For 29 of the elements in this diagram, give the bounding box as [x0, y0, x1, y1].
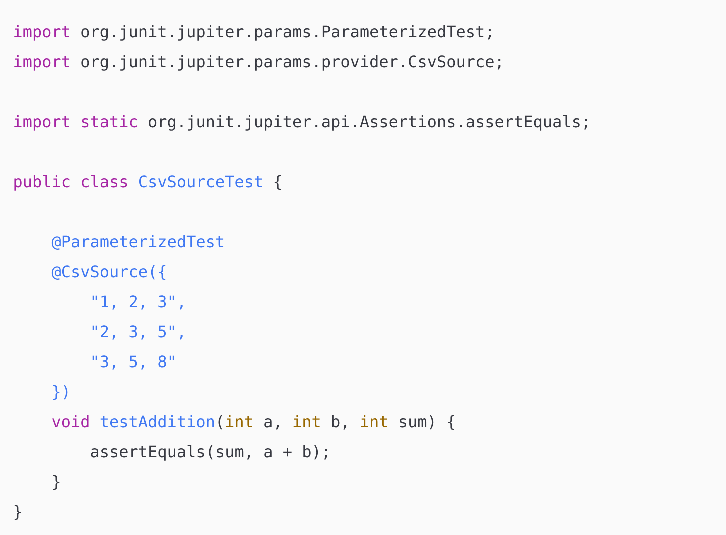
code-text: import	[14, 55, 70, 71]
code-text: static	[82, 115, 138, 128]
code-text: })	[53, 385, 68, 400]
code-text: b,	[332, 415, 347, 430]
code-text: import	[14, 115, 70, 131]
code-text: "2, 3, 5",	[92, 326, 183, 340]
code-text: }	[14, 505, 22, 520]
code-text: int	[361, 415, 388, 428]
code-text: @CsvSource({	[52, 265, 166, 280]
code-text: import	[14, 25, 70, 41]
code-text: assertEquals(sum, a + b);	[91, 445, 328, 461]
code-text: org.junit.jupiter.params.ParameterizedTest;	[82, 25, 492, 41]
code-text: "3, 5, 8"	[92, 356, 174, 370]
code-text: {	[274, 175, 282, 190]
code-text: "1, 2, 3",	[92, 296, 183, 310]
code-text: public	[14, 175, 70, 191]
code-text: int	[226, 415, 252, 428]
code-text: sum) {	[400, 415, 454, 430]
code-text: a,	[264, 418, 280, 430]
code-text: void	[52, 415, 89, 428]
code-text: CsvSourceTest	[139, 176, 262, 188]
code-text: class	[82, 175, 128, 188]
code-text: org.junit.jupiter.api.Assertions.assertEquals;	[149, 115, 588, 131]
code-text: }	[53, 475, 60, 490]
code-text: testAddition	[100, 415, 214, 428]
code-text: (	[218, 415, 222, 430]
code-text: @ParameterizedTest	[52, 235, 224, 250]
code-text: int	[294, 415, 320, 428]
code-text: org.junit.jupiter.params.provider.CsvSource;	[82, 55, 501, 71]
